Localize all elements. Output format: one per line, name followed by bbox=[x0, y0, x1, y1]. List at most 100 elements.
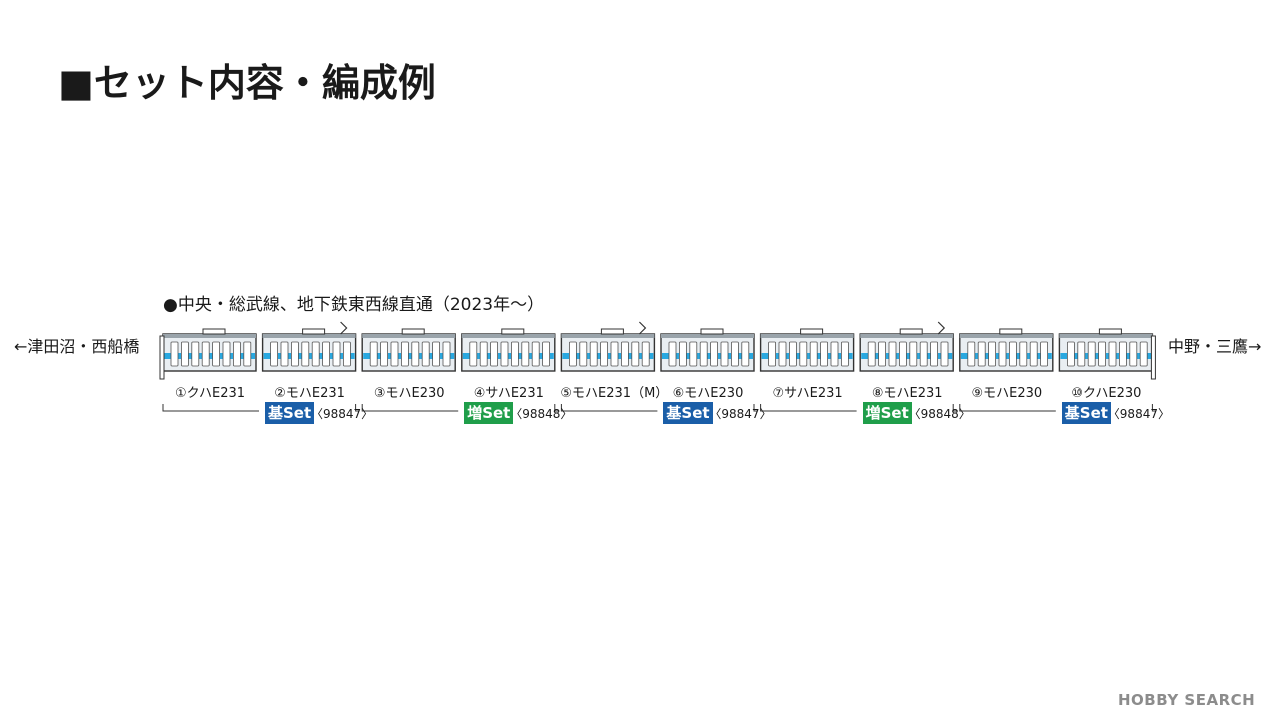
set-product-number: 〈98848〉 bbox=[908, 407, 971, 421]
car-window bbox=[1040, 341, 1048, 367]
bracket-right bbox=[952, 404, 957, 412]
bracket-right bbox=[554, 404, 559, 412]
car-window bbox=[500, 341, 509, 367]
car-window bbox=[689, 341, 698, 367]
car-window bbox=[1098, 341, 1106, 367]
car-window bbox=[311, 341, 320, 367]
car-window bbox=[1129, 341, 1138, 367]
car-window bbox=[841, 341, 849, 367]
train-car bbox=[461, 328, 556, 372]
roof-equipment bbox=[999, 328, 1023, 335]
car-window bbox=[332, 341, 341, 367]
roof-equipment bbox=[401, 328, 425, 335]
car-window bbox=[1009, 341, 1017, 367]
car-window bbox=[579, 341, 588, 367]
car-window bbox=[380, 341, 389, 367]
car-window bbox=[569, 341, 577, 367]
bracket-left bbox=[760, 404, 857, 412]
car-window bbox=[741, 341, 750, 367]
car-roof bbox=[860, 334, 954, 338]
cab-front-left bbox=[159, 335, 165, 380]
roof-equipment bbox=[700, 328, 724, 335]
car-window bbox=[421, 341, 430, 367]
set-bracket bbox=[162, 404, 359, 412]
roof-equipment bbox=[202, 328, 226, 335]
car-window bbox=[988, 341, 996, 367]
cab-front-right bbox=[1150, 335, 1156, 380]
direction-left-label: ←津田沼・西船橋 bbox=[14, 337, 140, 356]
car-window bbox=[301, 341, 310, 367]
car-window bbox=[998, 341, 1007, 367]
car-window bbox=[1119, 341, 1127, 367]
car-window bbox=[867, 341, 876, 367]
car-roof bbox=[661, 334, 754, 338]
car-label: ⑤モハE231（M） bbox=[560, 386, 669, 401]
car-roof bbox=[561, 334, 655, 338]
bracket-right bbox=[355, 404, 359, 412]
set-bracket bbox=[760, 404, 957, 412]
car-label: ⑩クハE230 bbox=[1071, 386, 1142, 401]
car-window bbox=[1139, 341, 1148, 367]
car-window bbox=[243, 341, 252, 367]
bracket-left bbox=[162, 404, 259, 412]
car-window bbox=[510, 341, 519, 367]
car-window bbox=[789, 341, 797, 367]
set-bracket bbox=[560, 404, 758, 412]
car-window bbox=[432, 341, 441, 367]
car-window bbox=[1108, 341, 1117, 367]
car-label: ②モハE231 bbox=[274, 386, 345, 401]
train-car bbox=[159, 328, 257, 380]
page-title: ■セット内容・編成例 bbox=[58, 61, 436, 105]
roof-equipment bbox=[1098, 328, 1122, 335]
car-label: ④サハE231 bbox=[473, 386, 544, 401]
route-title: ●中央・総武線、地下鉄東西線直通（2023年～） bbox=[163, 295, 545, 315]
roof-equipment bbox=[600, 328, 624, 335]
car-window bbox=[768, 341, 776, 367]
bracket-right bbox=[1151, 404, 1156, 412]
car-window bbox=[909, 341, 918, 367]
bracket-left bbox=[361, 404, 459, 412]
car-window bbox=[469, 341, 478, 367]
car-window bbox=[490, 341, 499, 367]
train-car bbox=[859, 321, 954, 372]
car-window bbox=[589, 341, 598, 367]
pantograph bbox=[340, 321, 348, 335]
car-label: ⑥モハE230 bbox=[672, 386, 744, 401]
car-window bbox=[180, 341, 189, 367]
train-car bbox=[1058, 328, 1156, 380]
car-window bbox=[531, 341, 540, 367]
car-window bbox=[967, 341, 976, 367]
car-window bbox=[201, 341, 210, 367]
roof-equipment bbox=[302, 328, 326, 335]
car-window bbox=[212, 341, 221, 367]
car-label: ⑦サハE231 bbox=[772, 386, 843, 401]
car-window bbox=[699, 341, 708, 367]
direction-right-label: 中野・三鷹→ bbox=[1168, 337, 1262, 356]
car-label: ⑨モハE230 bbox=[971, 386, 1043, 401]
car-roof bbox=[1059, 334, 1153, 338]
car-window bbox=[679, 341, 687, 367]
car-window bbox=[940, 341, 949, 367]
roof-equipment bbox=[800, 328, 824, 335]
car-window bbox=[641, 341, 650, 367]
car-window bbox=[820, 341, 828, 367]
set-product-number: 〈98847〉 bbox=[709, 407, 772, 421]
car-window bbox=[830, 341, 839, 367]
car-roof bbox=[959, 334, 1053, 338]
car-window bbox=[170, 341, 179, 367]
train-car bbox=[660, 328, 755, 372]
car-label: ⑧モハE231 bbox=[871, 386, 943, 401]
car-roof bbox=[163, 334, 256, 338]
set-bracket bbox=[959, 404, 1156, 412]
car-window bbox=[977, 341, 986, 367]
bracket-left bbox=[560, 404, 658, 412]
train-car bbox=[959, 328, 1054, 372]
car-window bbox=[799, 341, 808, 367]
car-window bbox=[222, 341, 231, 367]
pantograph bbox=[638, 321, 647, 335]
car-window bbox=[1067, 341, 1075, 367]
car-window bbox=[888, 341, 897, 367]
base-set-badge: 基Set bbox=[663, 402, 713, 424]
car-window bbox=[479, 341, 488, 367]
car-window bbox=[322, 341, 331, 367]
